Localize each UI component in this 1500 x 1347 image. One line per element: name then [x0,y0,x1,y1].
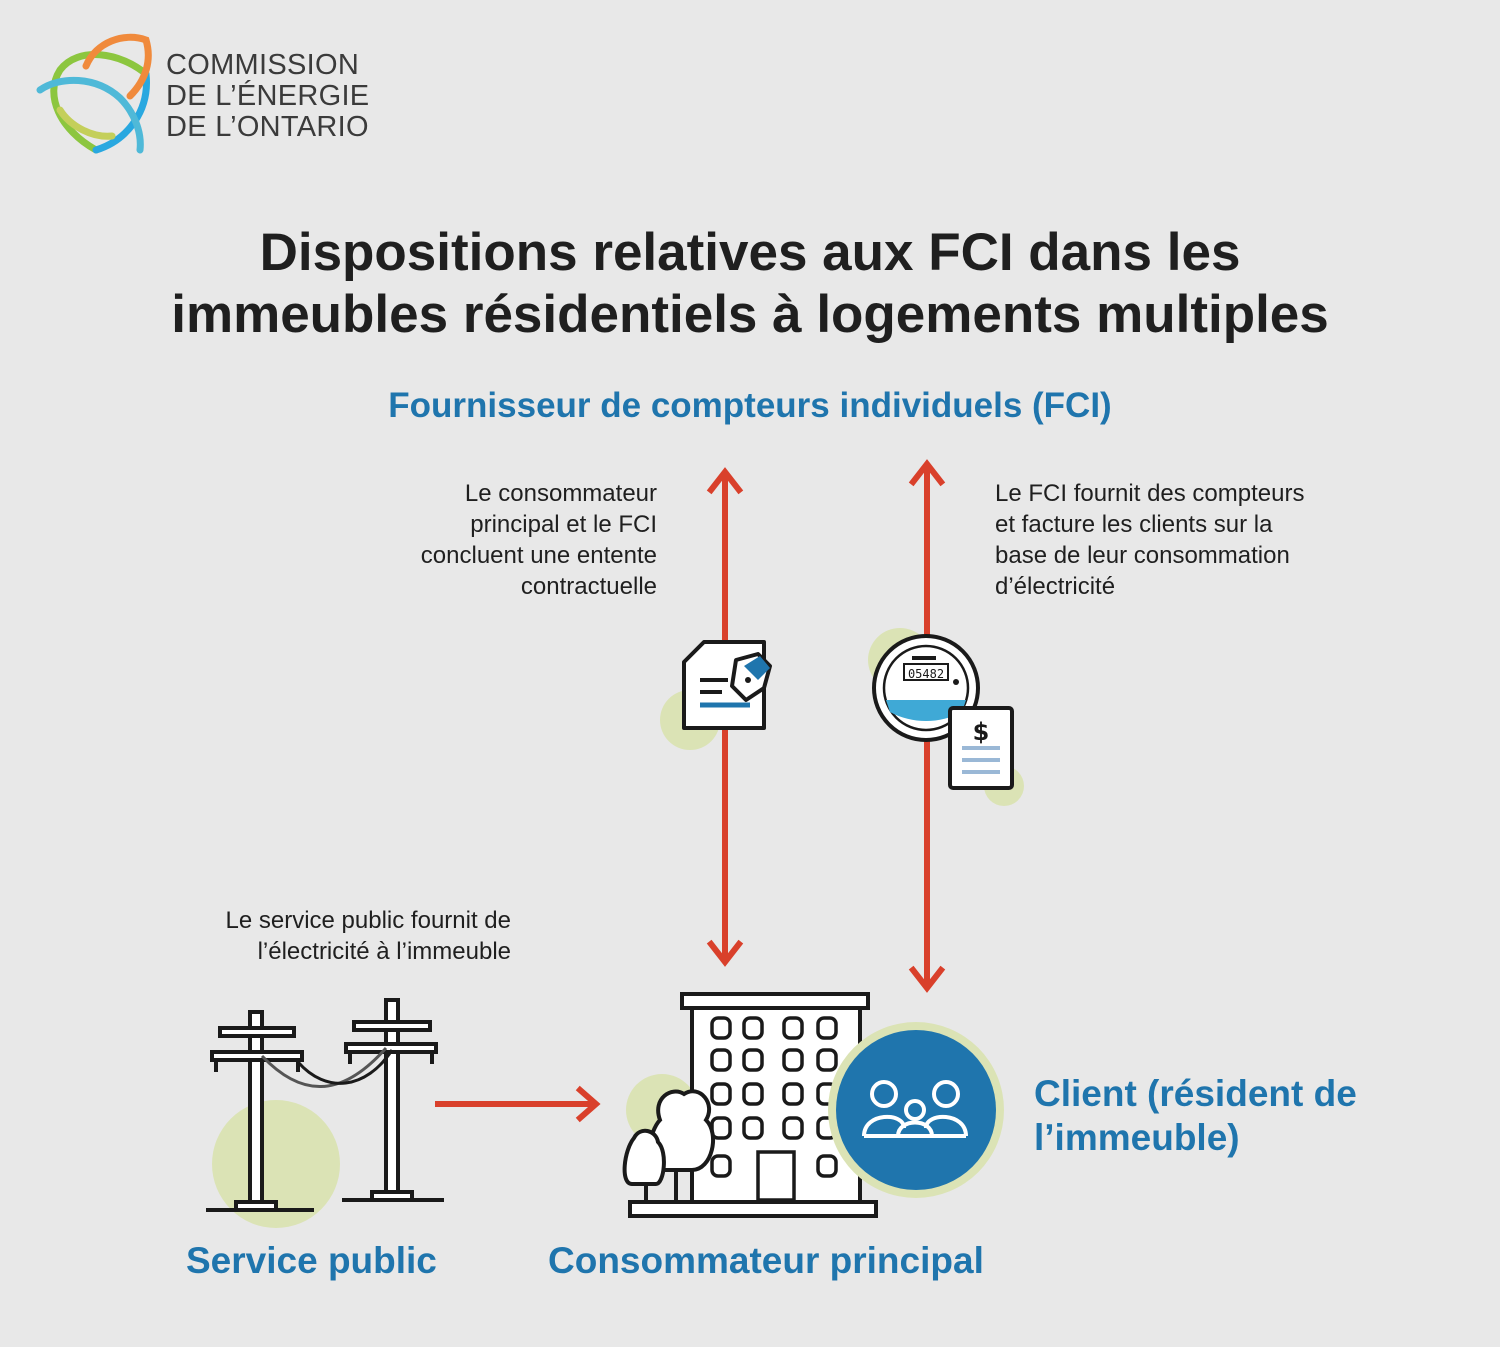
billing-note-line: d’électricité [995,573,1116,600]
utility-note-line: Le service public fournit de [225,907,512,934]
billing-note-line: et facture les clients sur la [995,511,1273,538]
utility-note-line: l’électricité à l’immeuble [257,938,511,965]
client-label-line-2: l’immeuble) [1034,1117,1240,1158]
logo-line-3: DE L’ONTARIO [166,111,369,143]
oeb-logo-icon [36,33,152,154]
utility-note: Le service public fournit de l’électrici… [226,905,512,967]
organization-name: COMMISSION DE L’ÉNERGIE DE L’ONTARIO [166,50,369,143]
contract-note-line: principal et le FCI [470,511,657,538]
contract-note: Le consommateur principal et le FCI conc… [421,478,657,602]
contract-note-line: contractuelle [520,573,657,600]
apartment-building-icon [622,992,878,1218]
billing-note-line: Le FCI fournit des compteurs [995,480,1305,507]
title-line-1: Dispositions relatives aux FCI dans les [259,223,1241,282]
billing-note: Le FCI fournit des compteurs et facture … [995,478,1304,602]
bill-icon [948,706,1024,806]
logo-line-1: COMMISSION [166,49,360,81]
logo-line-2: DE L’ÉNERGIE [166,80,370,112]
utility-to-building-arrow [435,1085,601,1123]
meter-reading: 05482 [908,667,944,681]
contract-note-line: Le consommateur [464,480,657,507]
bill-dollar-sign: $ [973,718,990,746]
page-title: Dispositions relatives aux FCI dans les … [0,222,1500,346]
contract-note-line: concluent une entente [420,542,657,569]
utility-label: Service public [186,1240,437,1281]
utility-poles-icon [206,998,444,1228]
title-line-2: immeubles résidentiels à logements multi… [171,285,1329,344]
billing-note-line: base de leur consommation [995,542,1290,569]
client-people-icon [828,1022,1004,1198]
meter-icon [868,628,980,742]
consumer-label: Consommateur principal [548,1240,984,1281]
client-label-line-1: Client (résident de [1034,1073,1357,1114]
provider-label: Fournisseur de compteurs individuels (FC… [388,386,1112,425]
contract-document-icon [660,640,772,750]
client-label: Client (résident de l’immeuble) [1034,1072,1357,1160]
